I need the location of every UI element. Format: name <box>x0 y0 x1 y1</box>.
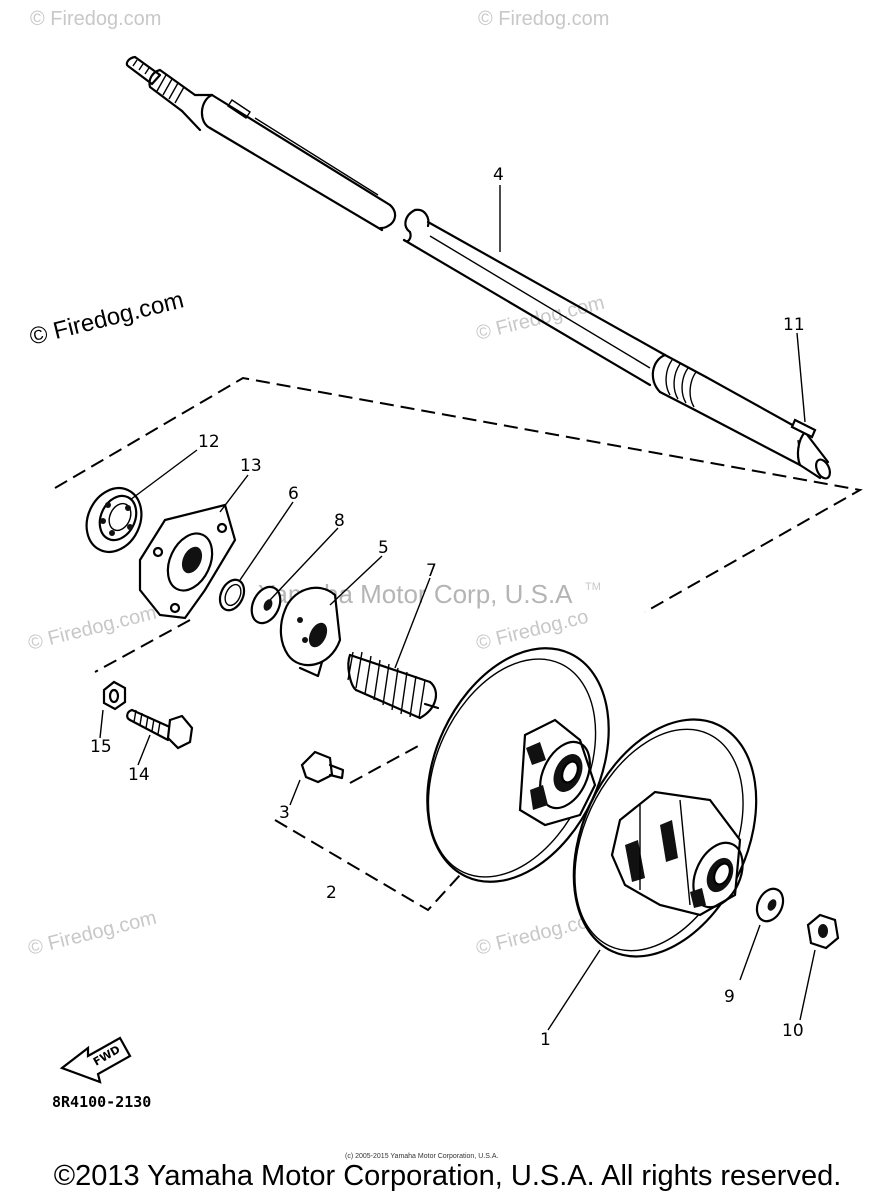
callout-7: 7 <box>426 561 437 581</box>
cam <box>279 586 342 678</box>
plate <box>138 503 237 620</box>
nut-10 <box>806 913 840 950</box>
watermark-center: © Firedog.co <box>474 606 591 655</box>
watermark-top-left: © Firedog.com <box>30 8 161 30</box>
fwd-arrow-icon: FWD <box>59 1036 132 1084</box>
callout-5: 5 <box>378 538 389 558</box>
leader-lines <box>99 185 816 1031</box>
sliding-sheave <box>426 647 610 883</box>
callout-13: 13 <box>240 456 262 476</box>
spring <box>347 651 440 720</box>
callout-3: 3 <box>279 803 290 823</box>
callout-2: 2 <box>326 883 337 903</box>
assembly-outline <box>54 376 863 912</box>
watermark-mid-right: © Firedog.com <box>474 292 607 345</box>
callout-12: 12 <box>198 432 220 452</box>
diagram-number: 8R4100-2130 <box>52 1093 151 1111</box>
bearing <box>85 487 143 553</box>
callout-1: 1 <box>540 1030 551 1050</box>
callout-6: 6 <box>288 484 299 504</box>
washer-9 <box>755 887 785 923</box>
shaft <box>125 55 831 480</box>
callout-14: 14 <box>128 765 150 785</box>
watermark-mid-left: © Firedog.com <box>26 602 159 655</box>
slider <box>300 750 345 784</box>
fixed-sheave <box>572 718 758 958</box>
callout-15: 15 <box>90 737 112 757</box>
watermark-bottom-left: © Firedog.com <box>26 907 159 960</box>
callout-10: 10 <box>782 1021 804 1041</box>
nut-15 <box>102 680 127 711</box>
watermark-top-right: © Firedog.com <box>478 8 609 30</box>
callout-11: 11 <box>783 315 805 335</box>
bolt-14 <box>126 708 194 750</box>
small-copyright: (c) 2005-2015 Yamaha Motor Corporation, … <box>345 1153 498 1160</box>
watermark-tm: TM <box>585 581 601 593</box>
footer-copyright: ©2013 Yamaha Motor Corporation, U.S.A. A… <box>53 1160 842 1192</box>
callout-9: 9 <box>724 987 735 1007</box>
circlip <box>218 578 246 612</box>
watermark-firedog-dark: © Firedog.com <box>27 286 187 350</box>
callout-4: 4 <box>493 165 504 185</box>
callout-8: 8 <box>334 511 345 531</box>
